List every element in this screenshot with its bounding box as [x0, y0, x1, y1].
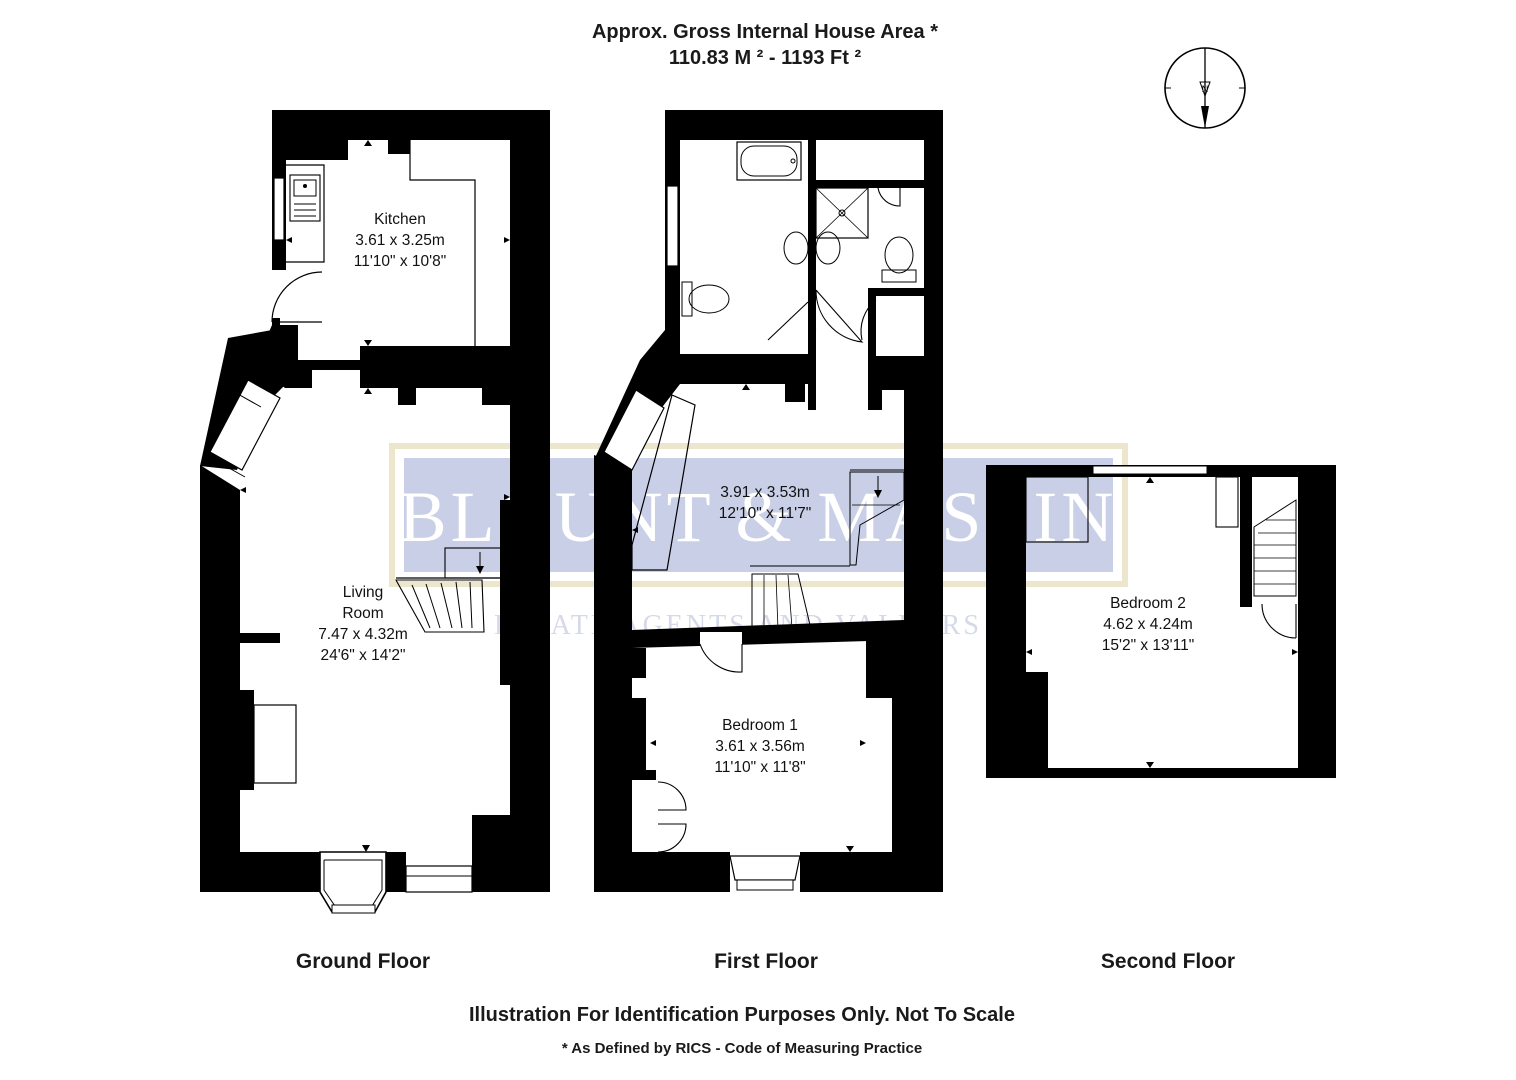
living-room-label: Living Room 7.47 x 4.32m 24'6" x 14'2" [293, 582, 433, 666]
bedroom1-name: Bedroom 1 [722, 717, 798, 734]
first-floor-label: First Floor [714, 950, 818, 973]
second-floor-plan [986, 465, 1336, 778]
area-title: Approx. Gross Internal House Area * [591, 21, 938, 43]
first-floor-plan [594, 110, 943, 892]
living-room-metric: 7.47 x 4.32m [318, 626, 408, 643]
living-room-imperial: 24'6" x 14'2" [320, 647, 406, 664]
living-room-name-line1: Living [342, 584, 384, 601]
area-value: 110.83 M ² - 1193 Ft ² [668, 47, 862, 69]
bedroom2-imperial: 15'2" x 13'11" [1101, 637, 1195, 654]
kitchen-imperial: 11'10" x 10'8" [353, 253, 447, 270]
disclaimer-text: Illustration For Identification Purposes… [469, 1004, 1015, 1026]
bedroom1-metric: 3.61 x 3.56m [715, 738, 805, 755]
ground-floor-label: Ground Floor [295, 950, 431, 973]
bedroom2-label: Bedroom 2 4.62 x 4.24m 15'2" x 13'11" [1078, 593, 1218, 656]
landing-room-metric: 3.91 x 3.53m [720, 484, 810, 501]
second-floor-label: Second Floor [1100, 950, 1236, 973]
compass-icon: N [1164, 47, 1246, 129]
bedroom1-label: Bedroom 1 3.61 x 3.56m 11'10" x 11'8" [690, 715, 830, 778]
living-room-name-line2: Room [342, 605, 384, 622]
compass-north-letter: N [1202, 84, 1209, 94]
landing-room-label: 3.91 x 3.53m 12'10" x 11'7" [695, 482, 835, 524]
landing-room-imperial: 12'10" x 11'7" [718, 505, 812, 522]
kitchen-label: Kitchen 3.61 x 3.25m 11'10" x 10'8" [330, 209, 470, 272]
bedroom2-metric: 4.62 x 4.24m [1103, 616, 1193, 633]
ground-floor-plan [200, 110, 550, 914]
rics-note: * As Defined by RICS - Code of Measuring… [561, 1040, 923, 1057]
bedroom1-imperial: 11'10" x 11'8" [714, 759, 806, 776]
bedroom2-name: Bedroom 2 [1110, 595, 1186, 612]
kitchen-name: Kitchen [374, 211, 426, 228]
kitchen-metric: 3.61 x 3.25m [355, 232, 445, 249]
